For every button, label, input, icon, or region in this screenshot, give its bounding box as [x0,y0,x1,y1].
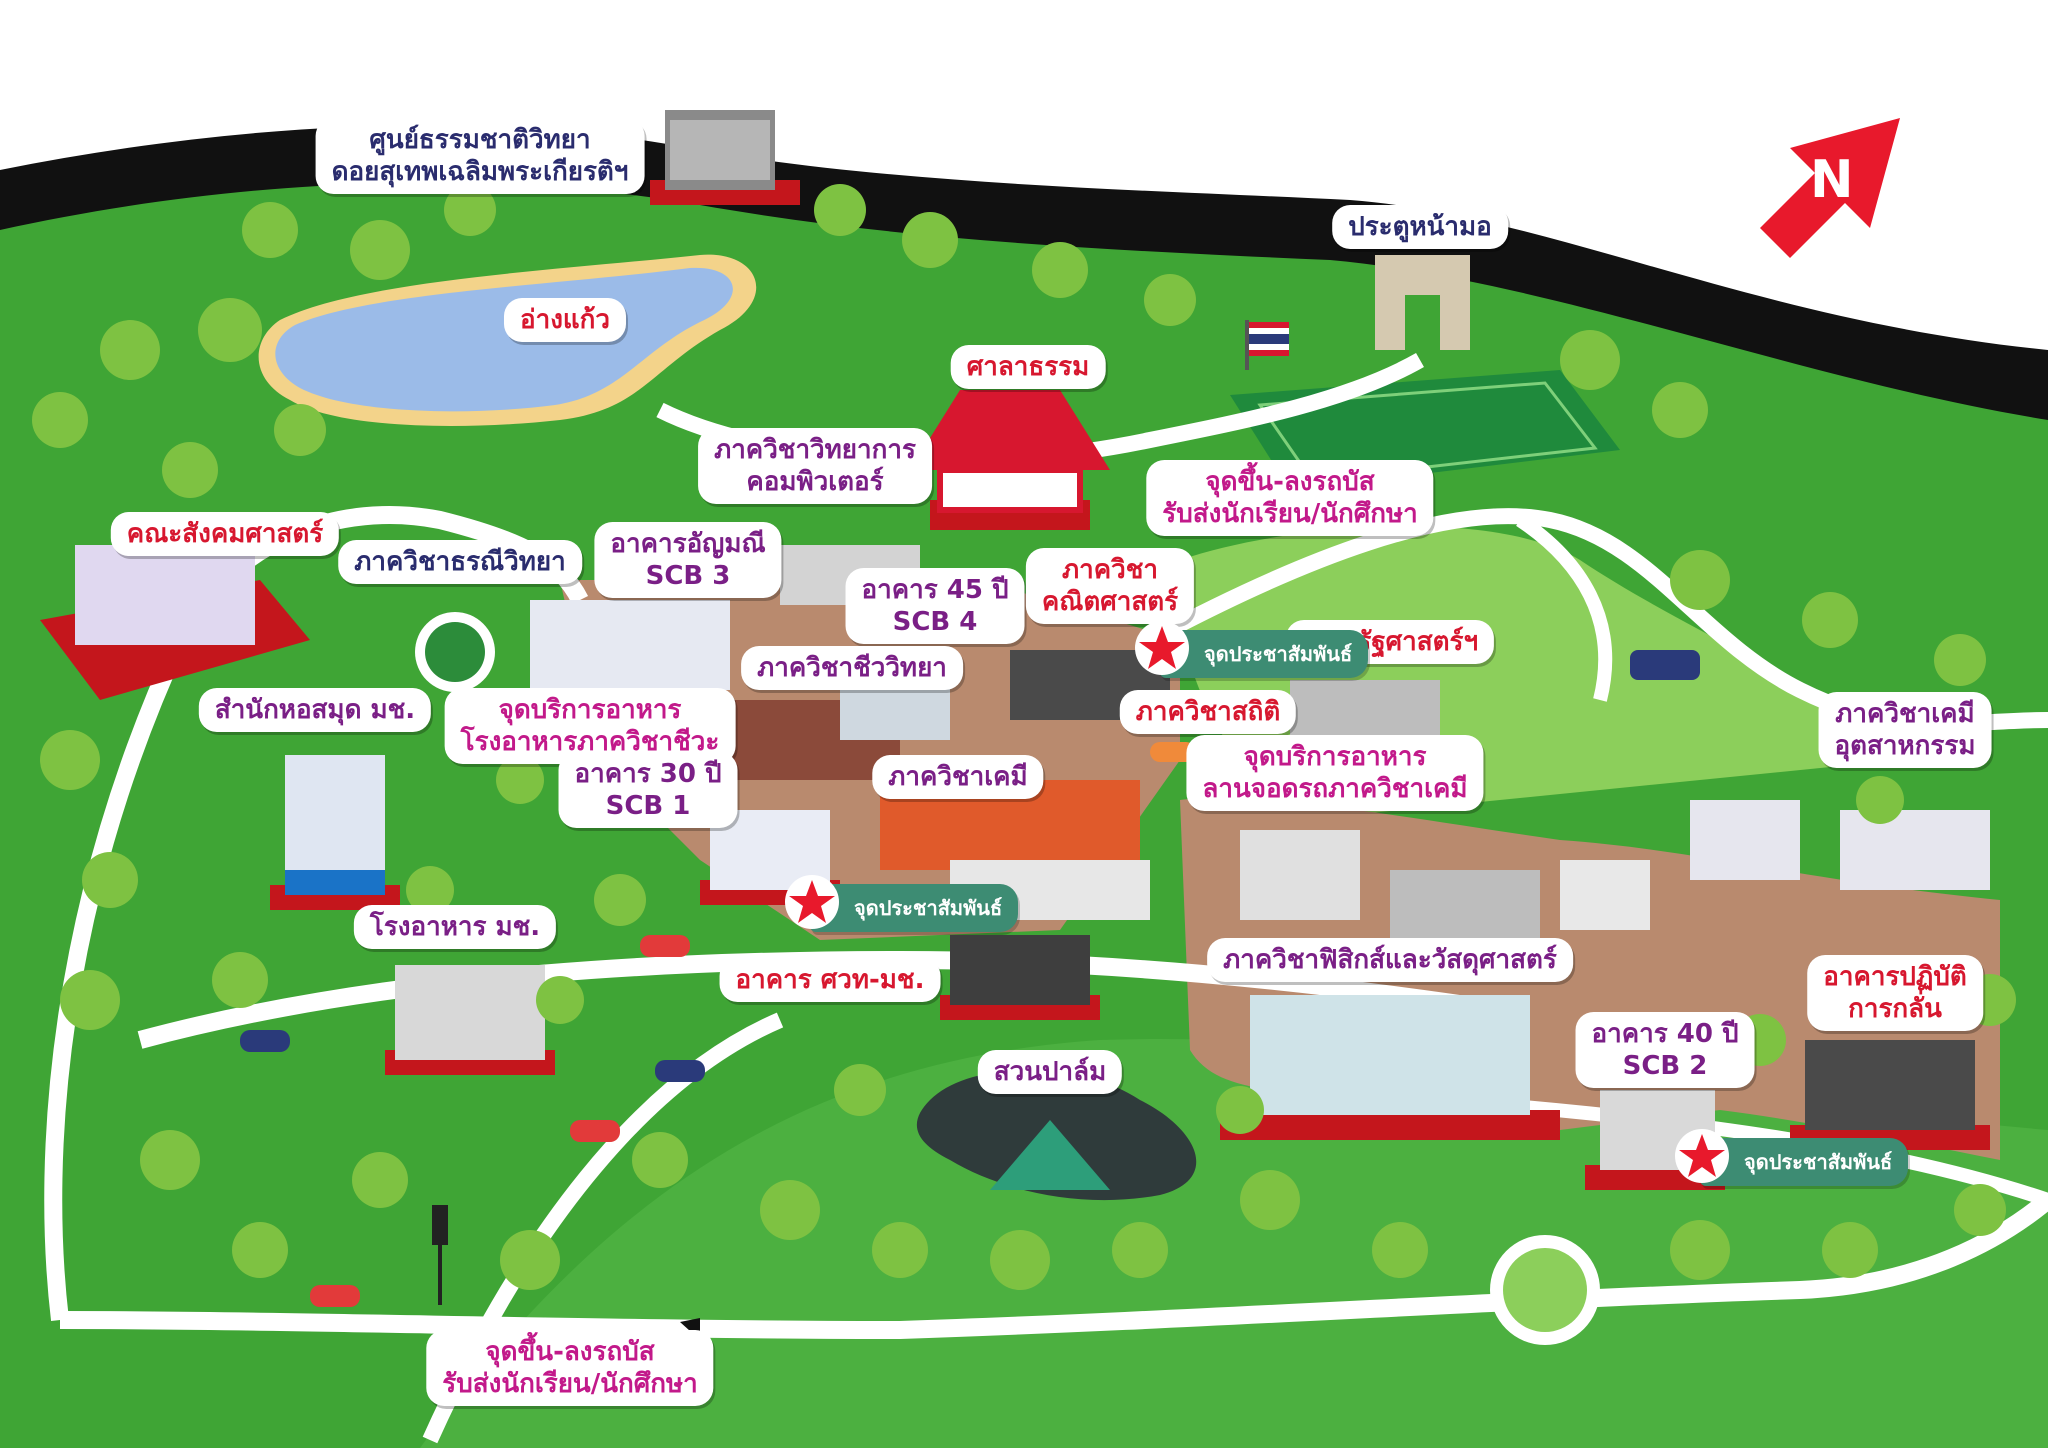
label-canteen: โรงอาหาร มช. [353,905,557,949]
label-sala-tham: ศาลาธรรม [950,345,1106,389]
label-food-bio: จุดบริการอาหารโรงอาหารภาควิชาชีวะ [444,688,736,764]
building-sala-tham [910,390,1110,530]
building-scb3 [530,600,730,690]
label-ang-kaew: อ่างแก้ว [503,298,627,342]
red-star-icon [1135,621,1189,675]
label-scb1: อาคาร 30 ปีSCB 1 [558,752,738,828]
label-distillation: อาคารปฏิบัติการกลั่น [1807,955,1983,1031]
building-canteen [385,965,555,1075]
label-physics: ภาควิชาฟิสิกส์และวัสดุศาสตร์ [1207,938,1573,982]
building-science-museum [650,110,800,205]
building-stec [940,935,1100,1020]
label-math: ภาควิชาคณิตศาสตร์ [1025,548,1195,624]
building-physics [1220,995,1560,1140]
label-gate: ประตูหน้ามอ [1332,205,1508,249]
label-science-museum: ศูนย์ธรรมชาติวิทยาดอยสุเทพเฉลิมพระเกียรต… [315,118,645,194]
label-library: สำนักหอสมุด มช. [198,688,432,732]
car-icon [310,1285,360,1307]
road-south [59,1193,2048,1340]
building-physics-annex [1240,830,1650,940]
label-scb2: อาคาร 40 ปีSCB 2 [1575,1012,1755,1088]
car-icon [640,935,690,957]
pr-point-math: จุดประชาสัมพันธ์ [1135,621,1369,678]
label-computer-science: ภาควิชาวิทยาการคอมพิวเตอร์ [698,428,932,504]
label-scb4: อาคาร 45 ปีSCB 4 [845,568,1025,644]
trees [32,184,2016,1290]
label-suan-palm: สวนปาล์ม [977,1050,1123,1094]
car-icon [1150,742,1196,762]
label-stec: อาคาร ศวท-มช. [719,958,941,1002]
label-social-science: คณะสังคมศาสตร์ [110,512,340,556]
car-icon [570,1120,620,1142]
roundabout-west-center [425,622,485,682]
label-biology: ภาควิชาชีววิทยา [741,646,963,690]
pr-point-scb2: จุดประชาสัมพันธ์ [1675,1129,1909,1186]
building-industrial-chem [1690,800,1990,890]
roundabout-south-center [1503,1248,1587,1332]
building-biology [720,680,950,780]
compass-letter: N [1810,150,1854,210]
building-library [270,755,400,910]
label-geology: ภาควิชาธรณีวิทยา [338,540,582,584]
palm-garden-mountain-icon [990,1120,1110,1190]
pr-point-scb1: จุดประชาสัมพันธ์ [785,875,1019,932]
label-industrial-chem: ภาควิชาเคมีอุตสาหกรรม [1818,692,1992,768]
label-bus-stop-bottom: จุดขึ้น-ลงรถบัสรับส่งนักเรียน/นักศึกษา [426,1330,714,1406]
bus-icon [1630,650,1700,680]
label-bus-stop-top: จุดขึ้น-ลงรถบัสรับส่งนักเรียน/นักศึกษา [1146,460,1434,536]
building-social-science [40,545,310,700]
north-arrow-icon [1760,118,1900,258]
building-distillation [1790,1040,1990,1150]
car-icon [655,1060,705,1082]
car-icon [240,1030,290,1052]
football-field-inner [1257,381,1598,482]
label-food-chem: จุดบริการอาหารลานจอดรถภาควิชาเคมี [1186,735,1484,811]
label-scb3: อาคารอัญมณีSCB 3 [594,522,782,598]
red-star-icon [785,875,839,929]
label-chemistry: ภาควิชาเคมี [872,755,1044,799]
red-star-icon [1675,1129,1729,1183]
label-statistics: ภาควิชาสถิติ [1119,690,1297,734]
road-east-side [1516,514,1613,702]
thai-flag-icon [1245,320,1289,370]
building-gate [1375,255,1470,350]
traffic-light-icon [432,1205,448,1305]
